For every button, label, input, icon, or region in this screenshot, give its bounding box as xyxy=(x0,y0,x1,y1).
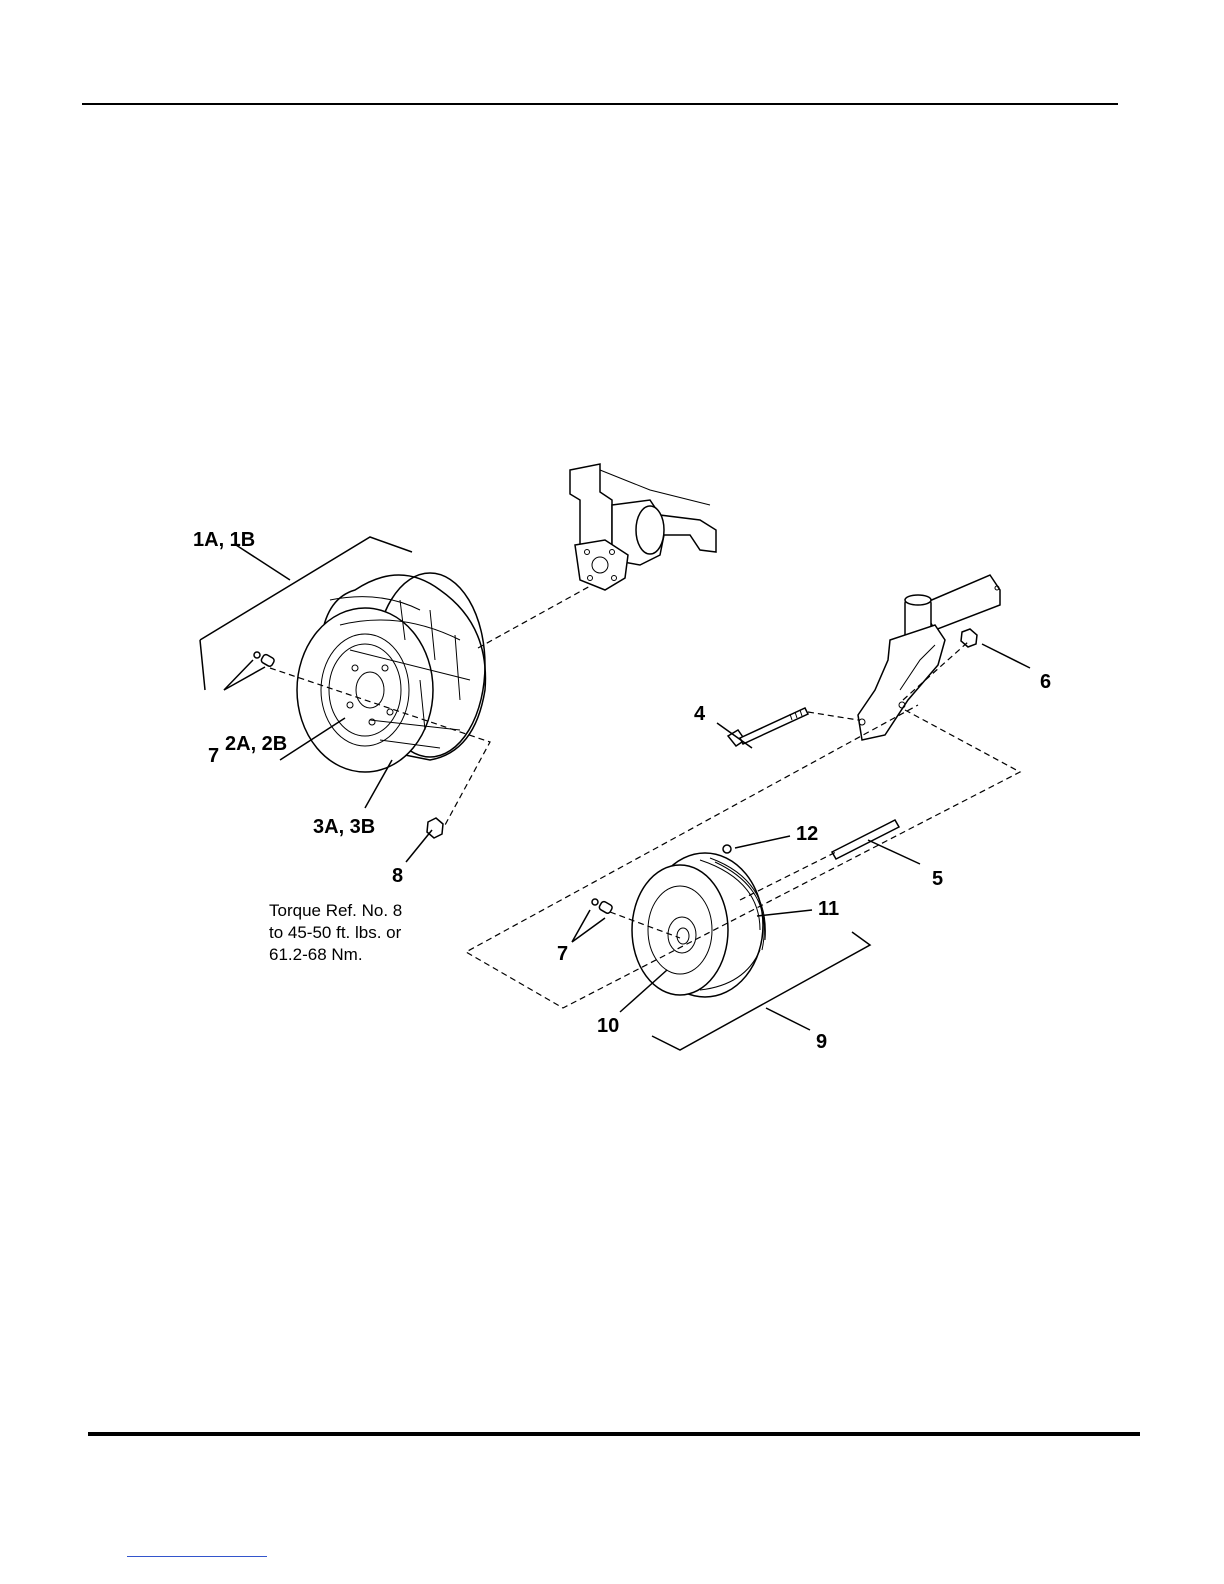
torque-note-line-1: Torque Ref. No. 8 xyxy=(269,901,402,920)
callout-4: 4 xyxy=(694,703,706,725)
callout-7-lower: 7 xyxy=(557,943,568,965)
torque-note: Torque Ref. No. 8 to 45-50 ft. lbs. or 6… xyxy=(269,901,402,964)
drive-wheel-tire xyxy=(297,573,485,772)
callout-9: 9 xyxy=(816,1031,827,1053)
callout-6: 6 xyxy=(1040,671,1051,693)
callout-7-upper: 7 xyxy=(208,745,219,767)
callout-2a-2b: 2A, 2B xyxy=(225,733,287,755)
callout-12: 12 xyxy=(796,823,818,845)
torque-note-line-2: to 45-50 ft. lbs. or xyxy=(269,923,402,942)
caster-fork xyxy=(858,575,1000,740)
callout-10: 10 xyxy=(597,1015,619,1037)
callout-3a-3b: 3A, 3B xyxy=(313,816,375,838)
callout-5: 5 xyxy=(932,868,943,890)
callout-11: 11 xyxy=(818,898,839,920)
rear-axle-bracket xyxy=(570,464,716,590)
callout-8: 8 xyxy=(392,865,403,887)
caster-wheel xyxy=(632,853,765,997)
torque-note-line-3: 61.2-68 Nm. xyxy=(269,945,363,964)
callout-1a-1b: 1A, 1B xyxy=(193,529,255,551)
